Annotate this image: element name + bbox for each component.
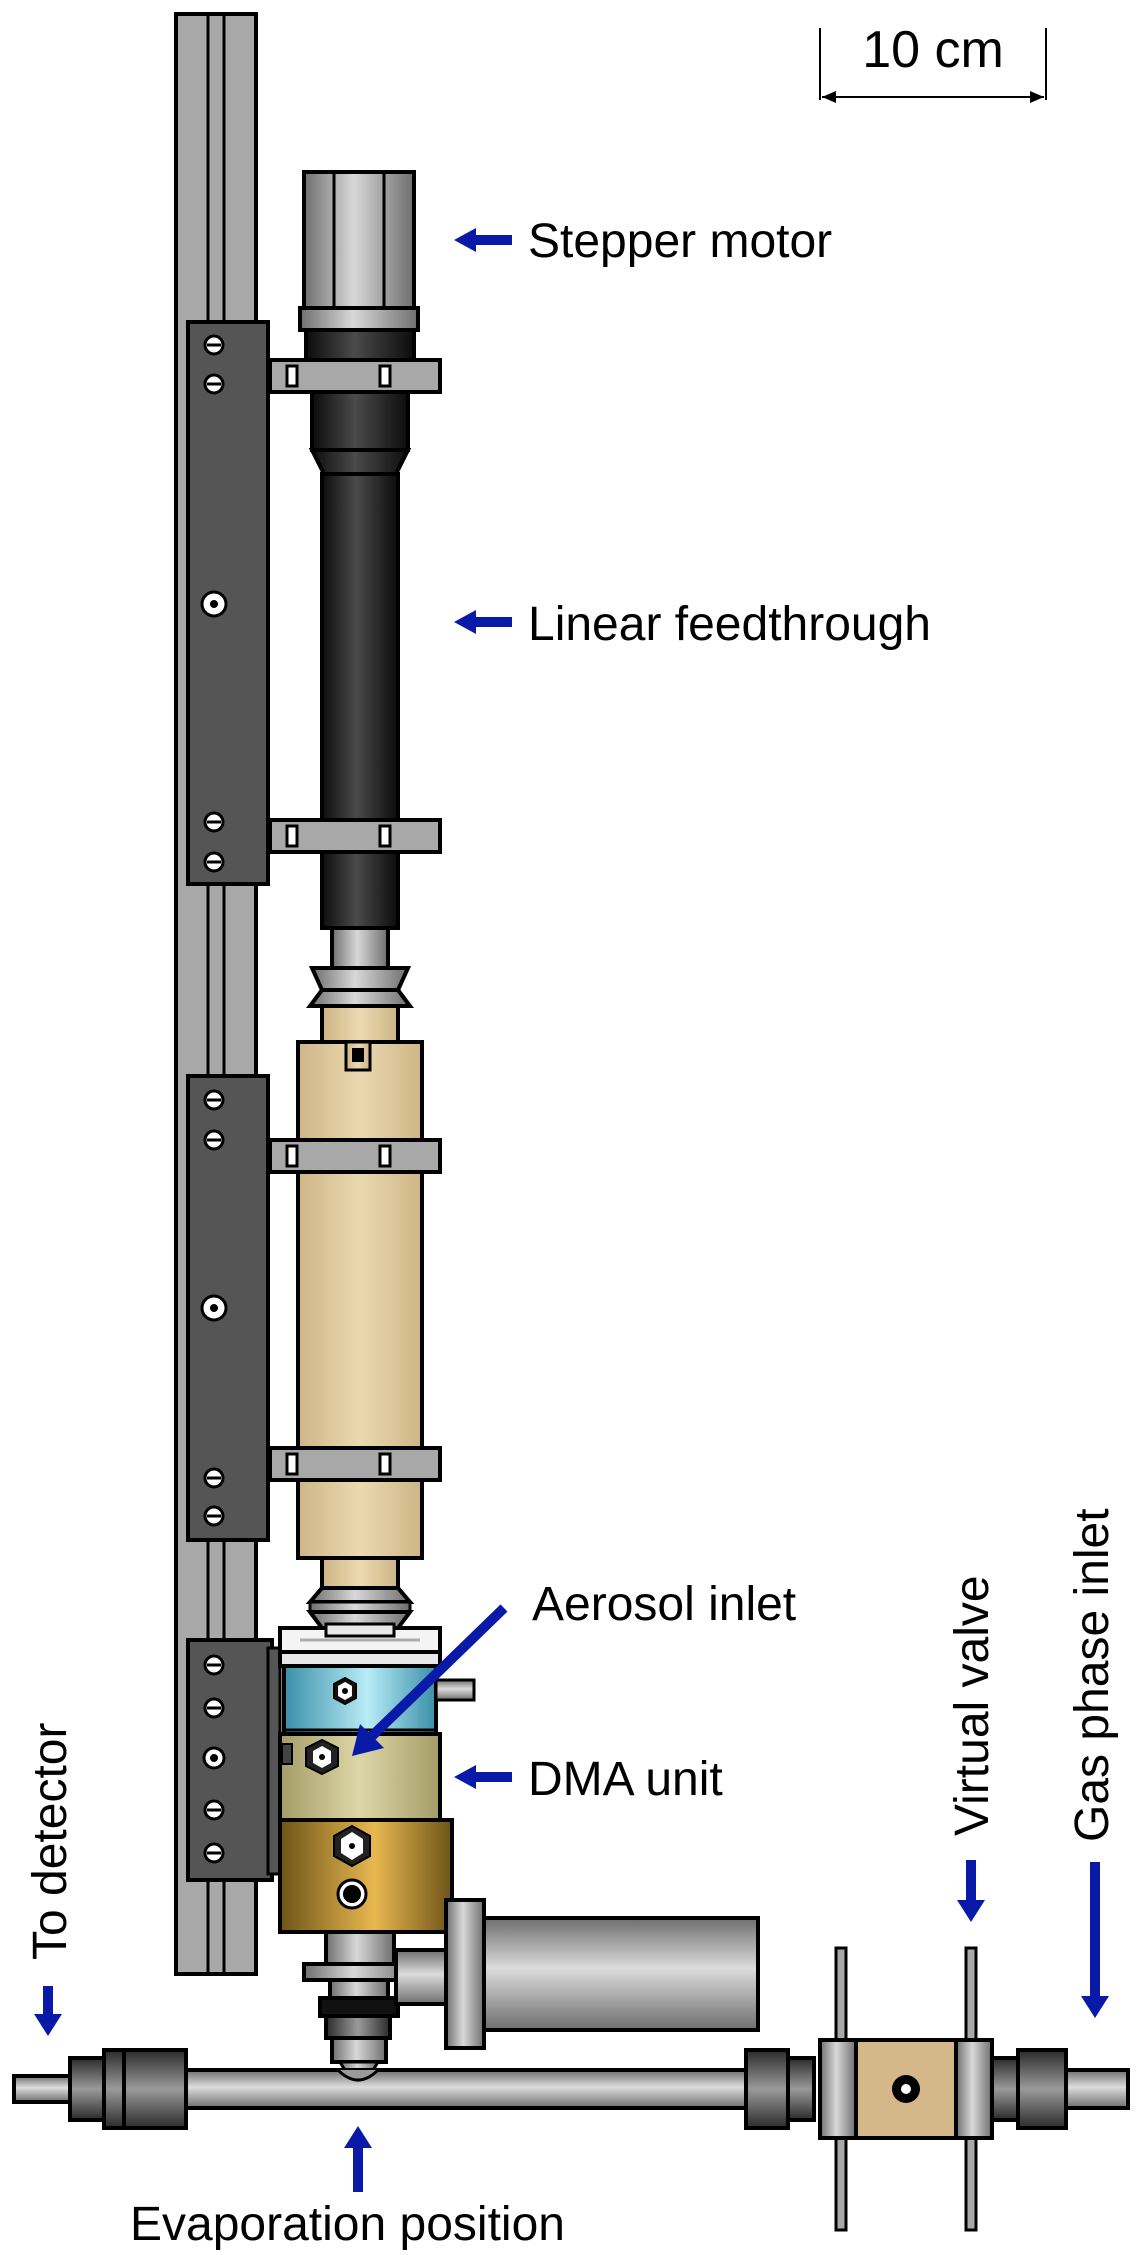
mounting-bracket-lower xyxy=(186,1638,282,1882)
arrow-dma-unit xyxy=(454,1765,512,1789)
label-evaporation-position: Evaporation position xyxy=(130,2198,565,2251)
arrow-virtual-valve xyxy=(957,1860,985,1922)
positioning-sleeve xyxy=(296,1004,424,1590)
annotation-arrows xyxy=(34,228,1109,2192)
stepper-motor xyxy=(298,170,420,332)
clamp-2 xyxy=(268,818,442,854)
scale-bar: 10 cm xyxy=(819,21,1047,103)
label-aerosol-inlet: Aerosol inlet xyxy=(532,1578,796,1631)
scale-bar-label: 10 cm xyxy=(862,21,1004,79)
mounting-bracket-upper xyxy=(186,320,270,886)
clamp-4 xyxy=(268,1446,442,1482)
horizontal-flow-tube xyxy=(12,2048,816,2130)
lower-flange xyxy=(305,1586,415,1630)
dma-side-outlet xyxy=(394,1898,760,2050)
label-stepper-motor: Stepper motor xyxy=(528,215,832,268)
arrow-aerosol-inlet xyxy=(352,1604,508,1756)
virtual-valve xyxy=(818,1946,994,2232)
label-virtual-valve: Virtual valve xyxy=(946,1575,999,1836)
arrow-to-detector xyxy=(34,1986,62,2036)
label-linear-feedthrough: Linear feedthrough xyxy=(528,598,931,651)
clamp-1 xyxy=(268,358,442,394)
label-gas-phase-inlet: Gas phase inlet xyxy=(1066,1508,1119,1842)
mounting-bracket-middle xyxy=(186,1074,270,1542)
gas-phase-inlet-fitting xyxy=(990,2048,1130,2130)
label-dma-unit: DMA unit xyxy=(528,1753,723,1806)
arrow-stepper-motor xyxy=(454,228,512,252)
arrow-evaporation-position xyxy=(344,2126,372,2192)
label-to-detector: To detector xyxy=(24,1723,77,1960)
adapter-coupling xyxy=(306,926,414,1008)
clamp-3 xyxy=(268,1138,442,1174)
arrow-gas-phase-inlet xyxy=(1081,1862,1109,2018)
arrow-linear-feedthrough xyxy=(454,610,512,634)
dma-unit xyxy=(278,1622,476,2074)
